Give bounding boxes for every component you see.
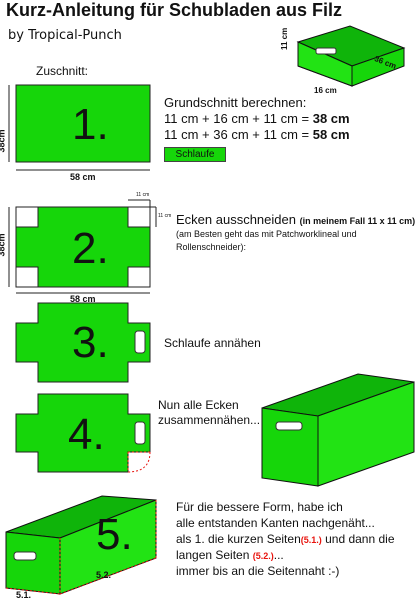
box-preview <box>296 25 406 87</box>
step4-text-1: Nun alle Ecken <box>158 398 239 412</box>
step5-line3: als 1. die kurzen Seiten(5.1.) und dann … <box>176 532 395 546</box>
page-title: Kurz-Anleitung für Schubladen aus Filz <box>6 0 343 20</box>
step5-box <box>5 495 157 595</box>
step5-line5: immer bis an die Seitennaht :-) <box>176 564 340 578</box>
step1-sheet <box>15 84 151 163</box>
byline: by Tropical-Punch <box>8 28 122 43</box>
step5-line1: Für die bessere Form, habe ich <box>176 500 343 514</box>
loop-icon <box>134 421 146 445</box>
step3-number: 3. <box>72 318 109 367</box>
corner-height-label: 11 cm <box>158 213 172 219</box>
step1-height-label: 38cm <box>0 129 7 153</box>
step4-number: 4. <box>68 410 105 459</box>
step4-box <box>261 373 415 487</box>
step2-note1: (am Besten geht das mit Patchworklineal … <box>176 229 357 239</box>
corner-width-label: 11 cm <box>136 192 150 198</box>
step4-text-2: zusammennähen... <box>158 413 261 427</box>
step2-text: Ecken ausschneiden (in meinem Fall 11 x … <box>176 212 416 227</box>
edge-label-2: 5.2. <box>96 570 112 580</box>
box-width-label: 16 cm <box>314 86 337 95</box>
step2-note2: Rollenschneider): <box>176 242 247 252</box>
step5-line4: langen Seiten (5.2.)... <box>176 548 284 562</box>
step3-text: Schlaufe annähen <box>164 336 261 350</box>
step1-heading: Zuschnitt: <box>36 64 89 78</box>
step2-width-label: 58 cm <box>70 294 96 304</box>
box-height-label: 11 cm <box>280 27 289 50</box>
formula-title: Grundschnitt berechnen: <box>164 95 307 110</box>
step3-sheet <box>15 302 151 383</box>
step2-height-label: 38cm <box>0 233 7 257</box>
step2-number: 2. <box>72 224 109 273</box>
step1-width-label: 58 cm <box>70 172 96 182</box>
loop-icon <box>315 47 337 55</box>
step2-sheet <box>15 206 151 288</box>
formula-line2: 11 cm + 36 cm + 11 cm = 58 cm <box>164 127 350 142</box>
loop-icon <box>134 330 146 354</box>
step5-line2: alle entstanden Kanten nachgenäht... <box>176 516 375 530</box>
step1-number: 1. <box>72 100 109 149</box>
loop-button: Schlaufe <box>164 147 226 162</box>
step5-number: 5. <box>96 510 133 559</box>
formula-line1: 11 cm + 16 cm + 11 cm = 38 cm <box>164 111 350 126</box>
edge-label-1: 5.1. <box>16 590 32 600</box>
